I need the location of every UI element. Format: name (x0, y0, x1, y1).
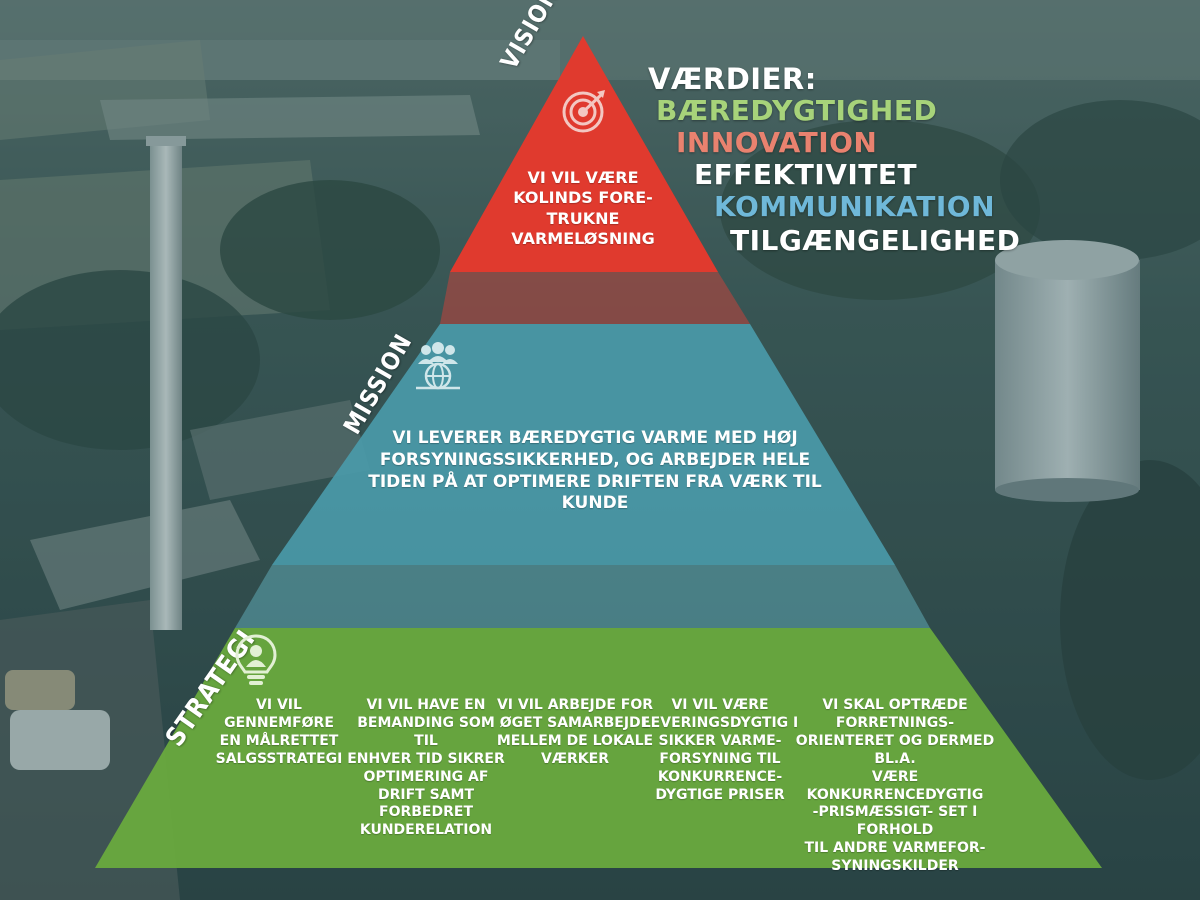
strategy-line: FORSYNING TIL (659, 750, 781, 767)
vision-line: VI VIL VÆRE (527, 168, 639, 187)
strategy-line: VI VIL VÆRE (671, 697, 769, 713)
value-item: INNOVATION (676, 126, 878, 159)
strategy-line: DRIFT SAMT (378, 786, 474, 803)
strategy-item: VI VIL ARBEJDE FOR ØGET SAMARBEJDE MELLE… (495, 697, 655, 769)
strategy-item: VI VIL HAVE EN BEMANDING SOM TIL ENHVER … (347, 697, 505, 840)
strategy-line: -PRISMÆSSIGT- SET I FORHOLD (812, 804, 978, 839)
strategy-item: VI VIL GENNEMFØRE EN MÅLRETTET SALGSSTRA… (203, 697, 355, 769)
strategy-line: KUNDERELATION (359, 822, 493, 839)
strategy-line: MELLEM DE LOKALE (496, 732, 654, 749)
strategy-line: ENHVER TID SIKRER (347, 750, 505, 767)
strategy-line: VI VIL GENNEMFØRE (224, 697, 334, 731)
vision-statement: VI VIL VÆRE KOLINDS FORE- TRUKNE VARMELØ… (478, 168, 688, 250)
strategy-line: KONKURRENCE- (657, 768, 783, 785)
strategy-line: VÆRE KONKURRENCEDYGTIG (806, 768, 984, 803)
strategy-line: VÆRKER (541, 750, 609, 767)
strategy-item: VI SKAL OPTRÆDE FORRETNINGS- ORIENTERET … (790, 697, 1000, 876)
value-item: BÆREDYGTIGHED (656, 94, 938, 127)
strategy-line: DYGTIGE PRISER (655, 786, 785, 803)
strategy-line: SALGSSTRATEGI (215, 750, 343, 767)
strategy-line: TIL ANDRE VARMEFOR- (804, 840, 986, 857)
strategy-line: FORBEDRET (379, 804, 473, 821)
mission-line: TIDEN PÅ AT OPTIMERE DRIFTEN FRA VÆRK TI… (368, 471, 822, 514)
mission-line: VI LEVERER BÆREDYGTIG VARME MED HØJ (392, 428, 798, 448)
strategy-line: SYNINGSKILDER (831, 858, 959, 875)
lightbulb-person-icon (234, 634, 278, 692)
strategy-line: EN MÅLRETTET (219, 732, 339, 749)
vision-line: TRUKNE VARMELØSNING (511, 208, 655, 249)
strategy-line: LEVERINGSDYGTIG I (641, 714, 799, 731)
strategy-line: SIKKER VARME- (658, 732, 782, 749)
mission-line: FORSYNINGSSIKKERHED, OG ARBEJDER HELE (379, 449, 811, 470)
strategy-line: BEMANDING SOM TIL (357, 714, 495, 749)
vision-line: KOLINDS FORE- (513, 188, 653, 208)
strategy-line: VI VIL HAVE EN (366, 697, 486, 713)
strategy-line: ORIENTERET OG DERMED BL.A. (795, 732, 995, 767)
value-item: TILGÆNGELIGHED (730, 224, 1021, 257)
values-title: VÆRDIER: (648, 62, 817, 96)
strategy-line: ØGET SAMARBEJDE (499, 714, 651, 731)
strategy-line: VI SKAL OPTRÆDE (822, 697, 968, 713)
mission-statement: VI LEVERER BÆREDYGTIG VARME MED HØJ FORS… (360, 428, 830, 515)
strategy-line: VI VIL ARBEJDE FOR (496, 697, 654, 713)
value-item: KOMMUNIKATION (714, 190, 996, 223)
strategy-line: OPTIMERING AF (363, 768, 489, 785)
strategy-item: VI VIL VÆRE LEVERINGSDYGTIG I SIKKER VAR… (640, 697, 800, 804)
value-item: EFFEKTIVITET (694, 158, 918, 191)
target-icon (561, 88, 607, 138)
team-globe-icon (410, 342, 466, 394)
strategy-line: FORRETNINGS- (835, 714, 955, 731)
